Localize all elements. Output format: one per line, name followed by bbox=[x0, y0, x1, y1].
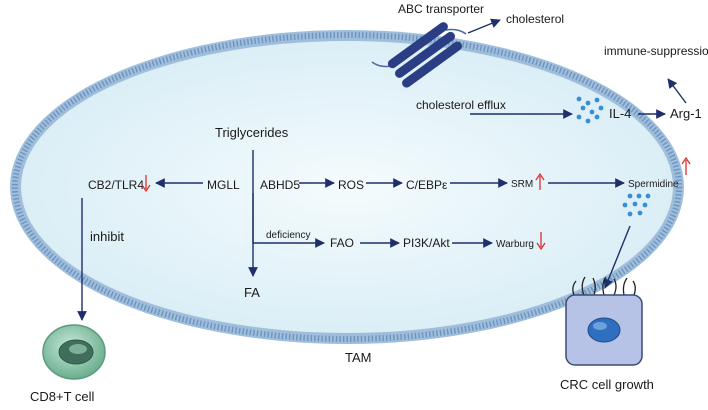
arrow-abhd5-deficiency-to-fao bbox=[252, 193, 325, 248]
il4-label: IL-4 bbox=[609, 106, 631, 121]
crc-cell-growth-label: CRC cell growth bbox=[560, 377, 654, 392]
arrow-to-cholesterol bbox=[467, 18, 501, 34]
cholesterol-label: cholesterol bbox=[506, 12, 564, 26]
spermidine-dots-icon bbox=[622, 193, 651, 217]
arrow-arg1-to-immune-suppression bbox=[667, 78, 687, 104]
tam-label: TAM bbox=[345, 350, 371, 365]
fa-label: FA bbox=[244, 285, 260, 300]
inhibit-label: inhibit bbox=[90, 229, 124, 244]
warburg-label: Warburg bbox=[496, 239, 534, 250]
abc-transporter-label: ABC transporter bbox=[398, 2, 484, 16]
abc-transporter-icon bbox=[371, 22, 467, 88]
cb2-tlr4-label: CB2/TLR4 bbox=[88, 178, 144, 192]
cholesterol-efflux-label: cholesterol efflux bbox=[416, 98, 506, 112]
membrane-bilayer bbox=[12, 32, 682, 342]
cd8-t-cell-icon bbox=[42, 324, 106, 380]
il4-dots-icon bbox=[576, 96, 604, 124]
crc-cell-icon bbox=[565, 276, 643, 366]
arrow-spermidine-to-crc bbox=[603, 225, 631, 289]
arg1-label: Arg-1 bbox=[670, 106, 702, 121]
srm-up-arrow-icon bbox=[535, 172, 545, 190]
deficiency-label: deficiency bbox=[266, 230, 310, 241]
triglycerides-label: Triglycerides bbox=[215, 125, 289, 140]
spermidine-up-arrow-icon bbox=[681, 156, 691, 175]
warburg-down-arrow-icon bbox=[536, 232, 546, 251]
mgll-label: MGLL bbox=[207, 178, 240, 192]
srm-label: SRM bbox=[511, 179, 533, 190]
abhd5-label: ABHD5 bbox=[260, 178, 300, 192]
ros-label: ROS bbox=[338, 178, 364, 192]
cb2-tlr4-down-arrow-icon bbox=[141, 175, 151, 193]
spermidine-label: Spermidine bbox=[628, 179, 679, 190]
pi3k-akt-label: PI3K/Akt bbox=[403, 236, 450, 250]
cd8-t-cell-label: CD8+T cell bbox=[30, 389, 95, 404]
immune-suppression-label: immune-suppression bbox=[604, 44, 708, 58]
fao-label: FAO bbox=[330, 236, 354, 250]
cebpe-label: C/EBPε bbox=[406, 178, 448, 192]
